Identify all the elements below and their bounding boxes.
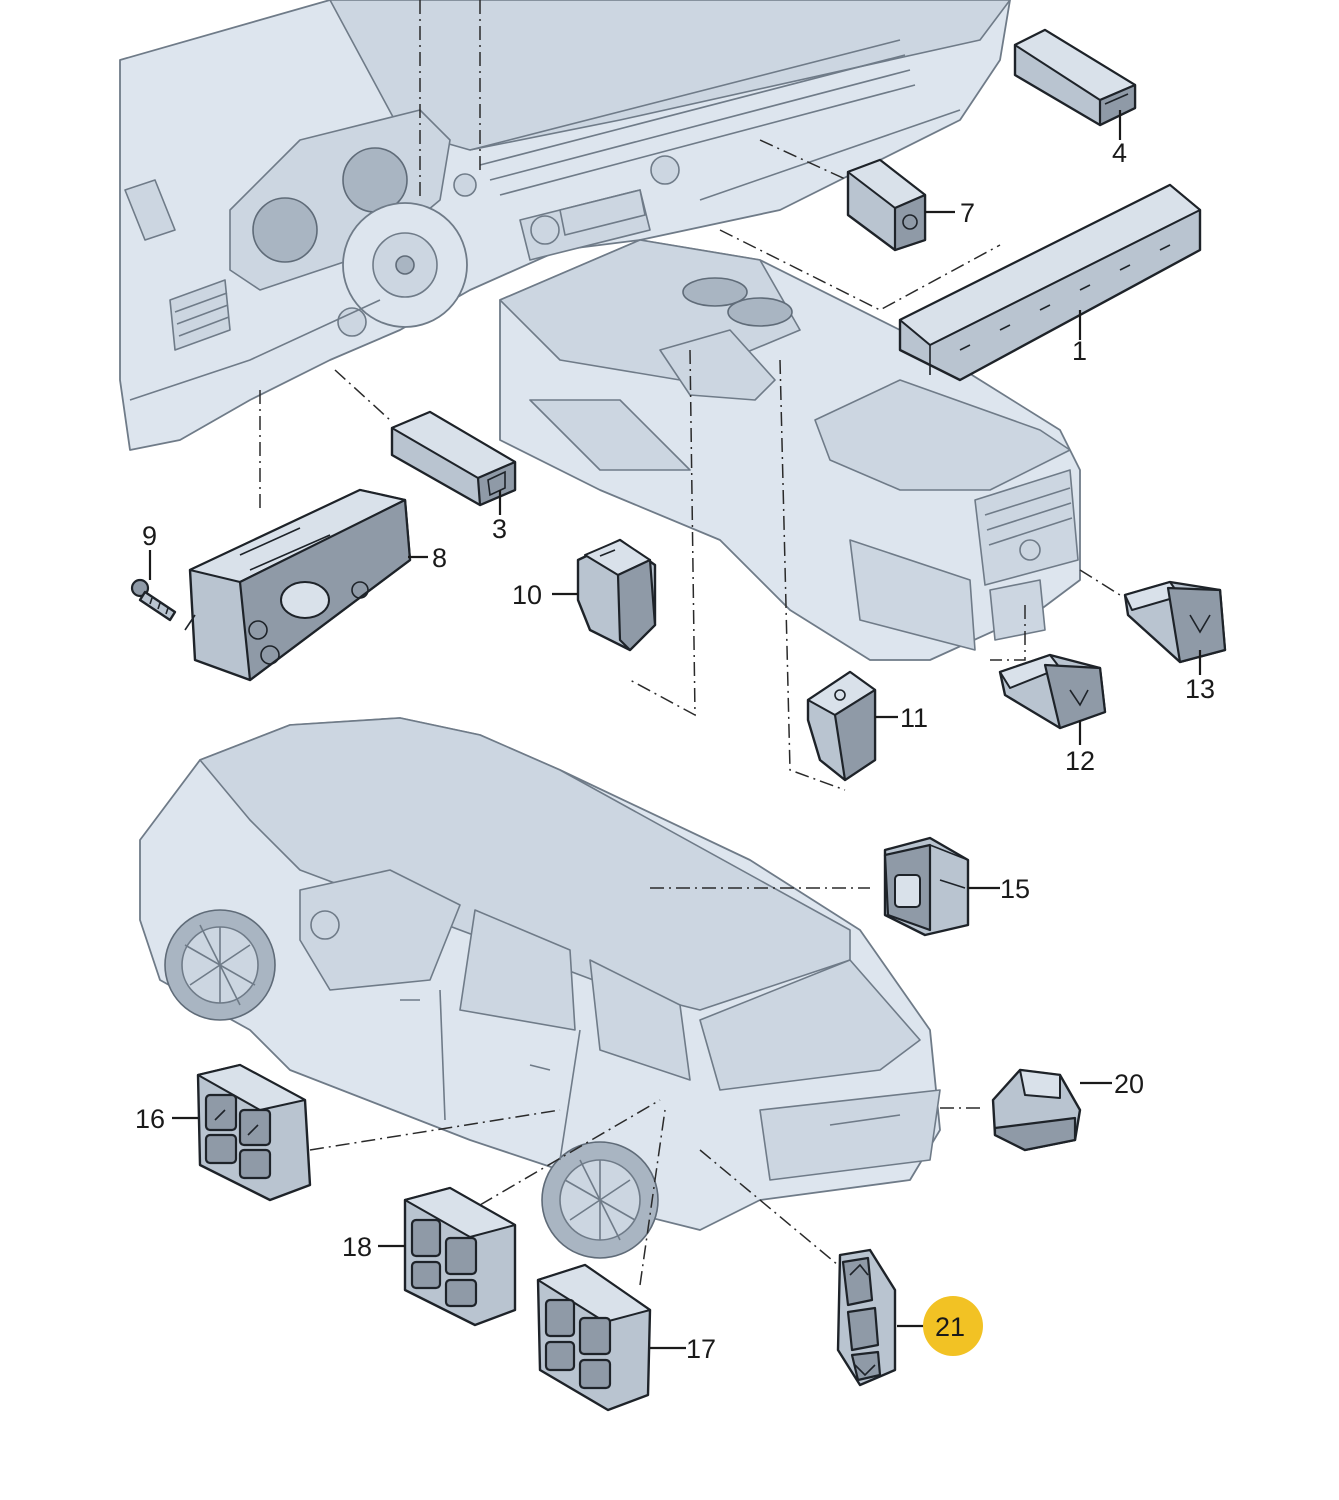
callout-17: 17: [686, 1334, 716, 1364]
part-9-screw[interactable]: [130, 578, 177, 622]
callout-16: 16: [135, 1104, 165, 1134]
callout-15: 15: [1000, 874, 1030, 904]
part-18-window-switch-block[interactable]: [403, 1186, 517, 1327]
callout-numbers: 1 3 4 7 8 9 10 11 12 13 15 16 17 18 20 2…: [135, 138, 1215, 1364]
part-11-switch[interactable]: [806, 670, 877, 782]
callout-13: 13: [1185, 674, 1215, 704]
part-15-switch[interactable]: [883, 836, 970, 937]
callout-12: 12: [1065, 746, 1095, 776]
callout-21: 21: [935, 1312, 965, 1342]
part-17-window-switch-block[interactable]: [536, 1263, 652, 1412]
part-21-switch[interactable]: [836, 1248, 897, 1387]
highlight-circle: [923, 1296, 983, 1356]
callout-9: 9: [142, 521, 157, 551]
callout-18: 18: [342, 1232, 372, 1262]
callout-7: 7: [960, 198, 975, 228]
callout-8: 8: [432, 543, 447, 573]
part-16-window-switch-block[interactable]: [196, 1063, 312, 1202]
callout-20: 20: [1114, 1069, 1144, 1099]
part-8-light-switch-module[interactable]: [184, 488, 412, 682]
suv-car-illustration: [139, 717, 941, 1259]
part-20-switch[interactable]: [991, 1068, 1082, 1152]
part-4-switch[interactable]: [1013, 28, 1137, 127]
dashboard-illustration: [119, 0, 1011, 451]
part-3-switch[interactable]: [390, 410, 517, 507]
callout-10: 10: [512, 580, 542, 610]
center-console-illustration: [499, 239, 1081, 661]
part-1-switch-panel[interactable]: [898, 183, 1202, 382]
callout-4: 4: [1112, 138, 1127, 168]
part-12-switch[interactable]: [998, 653, 1107, 730]
callout-11: 11: [900, 703, 928, 733]
connector-lines: [259, 0, 1121, 1286]
callout-1: 1: [1072, 336, 1087, 366]
part-10-switch[interactable]: [576, 538, 657, 652]
part-13-switch[interactable]: [1123, 580, 1227, 664]
callout-3: 3: [492, 514, 507, 544]
part-7-switch[interactable]: [846, 158, 927, 252]
